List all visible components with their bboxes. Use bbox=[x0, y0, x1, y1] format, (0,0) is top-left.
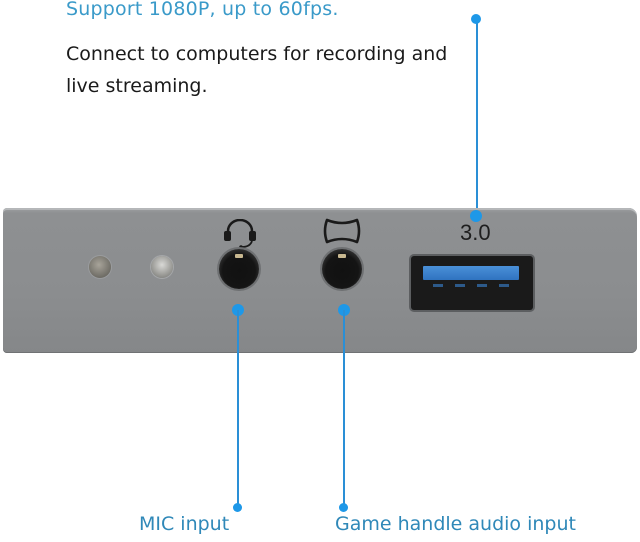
mic-input-label: MIC input bbox=[139, 513, 230, 535]
mic-jack[interactable] bbox=[219, 249, 259, 289]
led-indicator-1 bbox=[89, 256, 111, 278]
jack-contact bbox=[338, 254, 346, 258]
description: Connect to computers for recording and l… bbox=[66, 43, 448, 97]
usb-callout-top-dot bbox=[471, 14, 481, 24]
gamepad-icon bbox=[323, 218, 361, 244]
headset-icon bbox=[224, 219, 256, 249]
jack-contact bbox=[235, 254, 243, 258]
usb-contacts bbox=[433, 284, 513, 287]
usb-version-label: 3.0 bbox=[460, 220, 491, 245]
game-audio-jack[interactable] bbox=[322, 249, 362, 289]
game-callout-line bbox=[343, 310, 345, 506]
usb-3-port[interactable] bbox=[411, 256, 533, 310]
usb-callout-dot bbox=[470, 210, 482, 222]
usb-tongue bbox=[423, 266, 519, 280]
device-front-panel bbox=[3, 208, 637, 353]
mic-callout-end-dot bbox=[233, 503, 242, 512]
mic-callout-line bbox=[237, 310, 239, 506]
usb-callout-line bbox=[476, 20, 478, 216]
game-callout-end-dot bbox=[339, 503, 348, 512]
led-indicator-2 bbox=[151, 256, 173, 278]
game-audio-input-label: Game handle audio input bbox=[335, 513, 576, 535]
headline: Support 1080P, up to 60fps. bbox=[66, 0, 339, 20]
